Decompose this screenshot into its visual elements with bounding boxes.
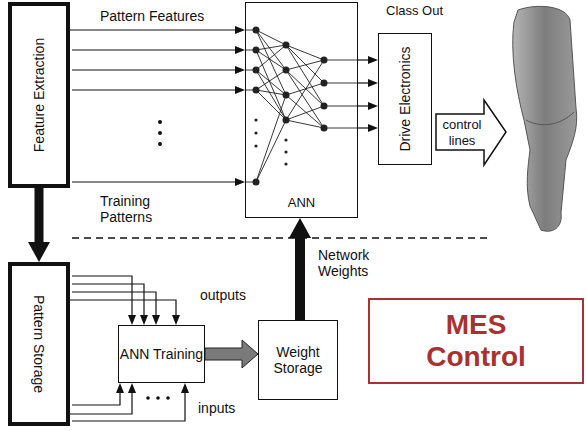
feature-lines — [72, 50, 235, 182]
node-text: Weight Storage — [259, 344, 337, 376]
arm-elbow — [526, 112, 574, 125]
signal-label: Network Weights — [318, 247, 390, 279]
connector — [358, 59, 368, 60]
node-text: MES Control — [411, 309, 541, 373]
connector — [35, 188, 44, 242]
arrow-label: control lines — [438, 117, 486, 149]
title-box: MES Control — [368, 298, 584, 384]
process-box: Feature Extraction — [8, 2, 70, 188]
node-text: Pattern Storage — [31, 295, 47, 393]
class-out-lines — [358, 83, 368, 128]
connector — [70, 29, 235, 30]
network-box: ANN — [245, 2, 358, 218]
neurons — [253, 27, 328, 186]
control-arrow — [436, 100, 506, 165]
signal-label: Class Out — [386, 3, 443, 19]
divider-line — [72, 237, 490, 239]
connector — [295, 238, 305, 320]
connector — [70, 393, 132, 414]
arm-illustration — [513, 6, 577, 231]
process-box: ANN Training — [118, 325, 205, 383]
process-box: Drive Electronics — [378, 33, 432, 165]
node-text: ANN Training — [120, 346, 203, 362]
signal-label: outputs — [200, 287, 246, 303]
signal-label: Training Patterns — [100, 193, 172, 225]
node-text: Drive Electronics — [397, 46, 413, 151]
storage-box: Weight Storage — [258, 320, 338, 400]
signal-label: Pattern Features — [100, 8, 204, 24]
neural-net — [246, 30, 358, 182]
connector — [205, 340, 258, 368]
signal-label: inputs — [198, 400, 235, 416]
node-text: ANN — [288, 196, 315, 211]
node-text: Feature Extraction — [31, 38, 47, 152]
storage-box: Pattern Storage — [8, 262, 70, 426]
connector — [70, 300, 176, 315]
